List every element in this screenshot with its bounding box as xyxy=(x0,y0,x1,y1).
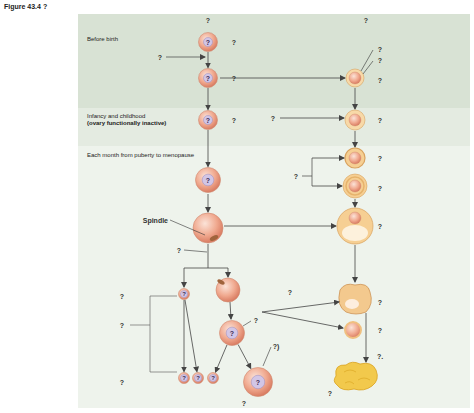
cell-body xyxy=(199,69,218,88)
cell-body xyxy=(220,321,245,346)
cell-label: ? xyxy=(198,110,218,130)
cell-body xyxy=(199,111,218,130)
cell-circle: ? xyxy=(178,288,190,300)
callout-label: ? xyxy=(328,390,332,397)
cell-circle: ? xyxy=(198,110,218,130)
cell-label: ? xyxy=(198,32,218,52)
cell-body xyxy=(193,373,204,384)
cell-circle: ? xyxy=(195,167,221,193)
callout-label: ? xyxy=(120,379,124,386)
figure-title: Figure 43.4 ? xyxy=(4,3,47,10)
cell-label: ? xyxy=(192,372,204,384)
stage-band: Before birth?? xyxy=(78,14,470,108)
callout-label: ? xyxy=(378,155,382,162)
callout-label: ? xyxy=(232,39,236,46)
cell-body xyxy=(244,368,273,397)
callout-label: ? xyxy=(120,293,124,300)
cell-label: ? xyxy=(195,167,221,193)
callout-label: ?. xyxy=(377,353,383,360)
callout-label: ? xyxy=(242,400,246,407)
cell-label: ? xyxy=(178,372,190,384)
cell-body xyxy=(179,289,190,300)
callout-label: ? xyxy=(378,117,382,124)
cell-circle: ? xyxy=(219,320,245,346)
band-heading: Before birth xyxy=(87,36,118,43)
callout-label: ? xyxy=(177,247,181,254)
cell-circle: ? xyxy=(243,367,273,397)
stage-band: Each month from puberty to menopause????… xyxy=(78,146,470,408)
cell-label: ? xyxy=(178,288,190,300)
callout-label: ? xyxy=(232,117,236,124)
callout-label: ? xyxy=(378,223,382,230)
callout-label: ? xyxy=(158,54,162,61)
callout-label: ? xyxy=(378,77,382,84)
callout-label: ? xyxy=(254,317,258,324)
cell-label: ? xyxy=(198,68,218,88)
callout-label: ? xyxy=(120,322,124,329)
cell-circle: ? xyxy=(178,372,190,384)
band-heading: Each month from puberty to menopause xyxy=(87,152,194,159)
cell-body xyxy=(199,33,218,52)
cell-label: ? xyxy=(243,367,273,397)
callout-label: ? xyxy=(232,75,236,82)
callout-label: ? xyxy=(294,173,298,180)
callout-label: ? xyxy=(378,57,382,64)
cell-body xyxy=(208,373,219,384)
callout-label: ? xyxy=(206,17,210,24)
cell-body xyxy=(179,373,190,384)
band-heading: (ovary functionally inactive) xyxy=(87,120,166,127)
cell-body xyxy=(196,168,221,193)
callout-label: ? xyxy=(378,327,382,334)
cell-label: ? xyxy=(219,320,245,346)
callout-label: ? xyxy=(364,17,368,24)
callout-label: ? xyxy=(271,115,275,122)
cell-circle: ? xyxy=(198,68,218,88)
stage-band: Infancy and childhood(ovary functionally… xyxy=(78,108,470,146)
cell-circle: ? xyxy=(207,372,219,384)
callout-label: ?) xyxy=(273,343,280,350)
callout-label: ? xyxy=(378,46,382,53)
cell-circle: ? xyxy=(192,372,204,384)
callout-label: ? xyxy=(288,289,292,296)
callout-label: Spindle xyxy=(143,217,168,224)
callout-label: ? xyxy=(378,185,382,192)
cell-label: ? xyxy=(207,372,219,384)
band-heading: Infancy and childhood xyxy=(87,113,145,120)
cell-circle: ? xyxy=(198,32,218,52)
callout-label: ? xyxy=(378,299,382,306)
